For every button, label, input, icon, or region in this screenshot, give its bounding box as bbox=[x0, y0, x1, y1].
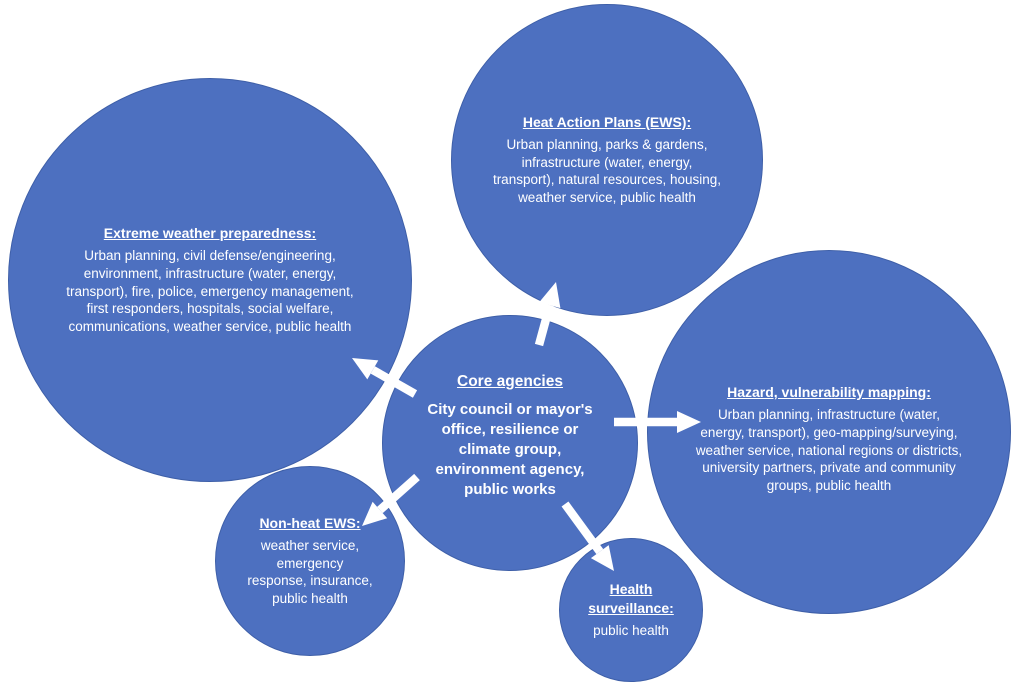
bubble-body: public health bbox=[593, 622, 669, 638]
bubble-non-heat-ews: Non-heat EWS: weather service, emergency… bbox=[215, 466, 405, 656]
bubble-title: Core agencies bbox=[457, 373, 563, 391]
bubble-title: Heat Action Plans (EWS): bbox=[522, 113, 692, 130]
bubble-extreme-weather-preparedness: Extreme weather preparedness: Urban plan… bbox=[8, 78, 412, 482]
bubble-title: Non-heat EWS: bbox=[259, 514, 361, 531]
bubble-core-agencies: Core agencies City council or mayor's of… bbox=[382, 315, 638, 571]
bubble-title: Hazard, vulnerability mapping: bbox=[727, 384, 931, 401]
bubble-title: Extreme weather preparedness: bbox=[103, 225, 317, 242]
bubble-body: Urban planning, civil defense/engineerin… bbox=[66, 247, 354, 335]
bubble-body: City council or mayor's office, resilien… bbox=[427, 401, 593, 498]
bubble-body: weather service, emergency response, ins… bbox=[247, 537, 373, 607]
bubble-hazard-vulnerability-mapping: Hazard, vulnerability mapping: Urban pla… bbox=[647, 250, 1011, 614]
bubble-body: Urban planning, infrastructure (water, e… bbox=[695, 406, 963, 494]
bubble-title: Health surveillance: bbox=[588, 581, 674, 617]
bubble-heat-action-plans: Heat Action Plans (EWS): Urban planning,… bbox=[451, 4, 763, 316]
bubble-body: Urban planning, parks & gardens, infrast… bbox=[492, 136, 722, 206]
bubble-health-surveillance: Health surveillance: public health bbox=[559, 538, 703, 682]
